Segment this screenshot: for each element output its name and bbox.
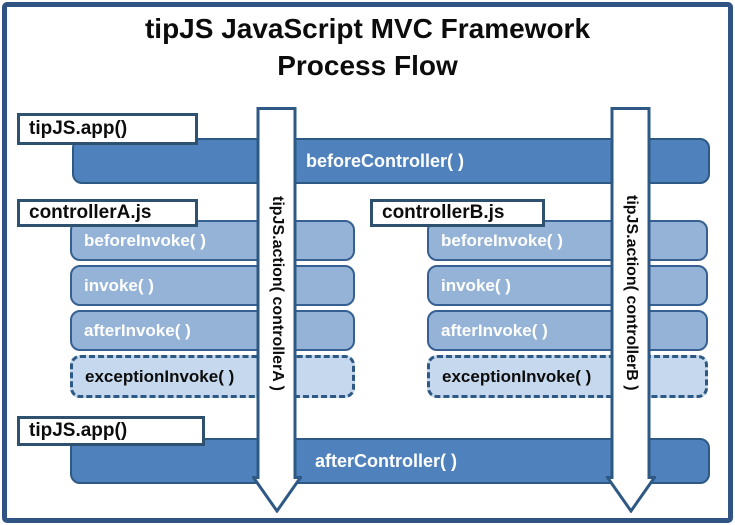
diagram-title-line1: tipJS JavaScript MVC Framework — [144, 13, 591, 44]
hook-label: invoke( ) — [84, 275, 154, 295]
before-controller-label: beforeController( ) — [306, 150, 465, 171]
controller-a-before-invoke-box: beforeInvoke( ) — [70, 220, 355, 261]
hook-label: invoke( ) — [441, 275, 511, 295]
action-arrow-a-label: tipJS.action( controllerA ) — [269, 195, 286, 391]
hook-label: afterInvoke( ) — [84, 320, 191, 340]
controller-a-file-box: controllerA.js — [17, 199, 198, 227]
controller-a-invoke-box: invoke( ) — [70, 265, 355, 306]
hook-label: afterInvoke( ) — [441, 320, 548, 340]
hook-label: exceptionInvoke( ) — [85, 366, 235, 386]
hook-label: beforeInvoke( ) — [441, 230, 563, 250]
diagram-title-line2: Process Flow — [277, 50, 458, 81]
action-arrow-controller-a: tipJS.action( controllerA ) — [252, 107, 302, 513]
controller-a-file-label: controllerA.js — [29, 202, 152, 223]
controller-b-after-invoke-box: afterInvoke( ) — [427, 310, 708, 351]
controller-b-file-label: controllerB.js — [382, 202, 505, 223]
controller-b-file-box: controllerB.js — [370, 199, 545, 227]
controller-b-invoke-box: invoke( ) — [427, 265, 708, 306]
controller-a-after-invoke-box: afterInvoke( ) — [70, 310, 355, 351]
tipjs-app-start-box: tipJS.app() — [17, 113, 198, 145]
tipjs-app-end-box: tipJS.app() — [17, 416, 205, 446]
action-arrow-b-label-wrap: tipJS.action( controllerB ) — [606, 109, 656, 477]
action-arrow-a-label-wrap: tipJS.action( controllerA ) — [252, 109, 302, 477]
action-arrow-b-label: tipJS.action( controllerB ) — [623, 195, 640, 391]
hook-label: exceptionInvoke( ) — [442, 366, 592, 386]
down-arrow-icon — [252, 107, 302, 513]
action-arrow-controller-b: tipJS.action( controllerB ) — [606, 107, 656, 513]
hook-label: beforeInvoke( ) — [84, 230, 206, 250]
down-arrow-icon — [606, 107, 656, 513]
tipjs-app-end-label: tipJS.app() — [29, 420, 128, 441]
controller-b-exception-invoke-box: exceptionInvoke( ) — [427, 355, 708, 398]
after-controller-label: afterController( ) — [315, 450, 458, 471]
diagram-title: tipJS JavaScript MVC Framework Process F… — [0, 10, 735, 84]
before-controller-bar: beforeController( ) — [72, 138, 710, 184]
controller-a-exception-invoke-box: exceptionInvoke( ) — [70, 355, 355, 398]
tipjs-app-start-label: tipJS.app() — [29, 118, 128, 139]
